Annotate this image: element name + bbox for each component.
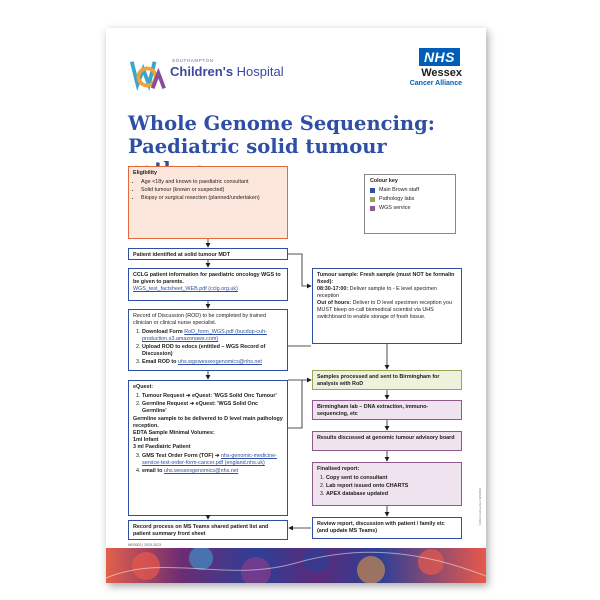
equest-email-link[interactable]: uhs.wessexgenomics@nhs.net [163,468,239,474]
equest-step-text: Germline Request ➔ eQuest: 'WGS Solid On… [142,401,259,414]
germline-note: Germline sample to be delivered to D lev… [133,416,283,429]
edta-infant: 1ml Infant [133,437,159,443]
birmingham-text: Birmingham lab – DNA extraction, immuno-… [317,404,429,417]
teams-text: Record process on MS Teams shared patien… [133,524,269,537]
key-row: Pathology labs [370,196,450,202]
finalised-item: Lab report issued onto CHARTS [326,483,457,490]
rod-form-link[interactable]: RoD_form_WGS.pdf (bucdup-cuh-production.… [142,329,267,342]
finalised-box: Finalised report: Copy sent to consultan… [312,462,462,506]
colour-key-heading: Colour key [370,178,398,184]
cclg-text: CCLG patient information for paediatric … [133,272,281,285]
childrens-text: Children's [170,64,234,79]
fresh-ooh-text: Deliver to D level specimen reception yo… [317,300,452,320]
rod-step: Download Form RoD_form_WGS.pdf (bucdup-c… [142,329,283,343]
key-label: WGS service [379,205,411,211]
birmingham-box: Birmingham lab – DNA extraction, immuno-… [312,400,462,420]
results-text: Results discussed at genomic tumour advi… [317,435,455,441]
mdt-text: Patient identified at solid tumour MDT [133,252,231,258]
key-swatch [370,205,375,211]
eligibility-item: Age <18y and known to paediatric consult… [141,179,283,186]
fresh-hours-text: Deliver sample to - E level specimen rec… [317,286,437,299]
hospital-text: Hospital [236,64,284,79]
fresh-hours-label: 08:30-17:00: [317,286,349,292]
key-label: Pathology labs [379,196,415,202]
processed-box: Samples processed and sent to Birmingham… [312,370,462,390]
rod-email-link[interactable]: uhs.wgswessexgenomics@nhs.net [177,359,262,365]
nhs-logo: NHS [418,48,460,66]
review-text: Review report, discussion with patient /… [317,521,445,534]
equest-step: Tumour Request ➔ eQuest: 'WGS Solid Onc … [142,393,283,400]
nhs-org-name: Wessex [421,67,462,79]
equest-heading: eQuest: [133,384,154,390]
key-label: Main Brown staff [379,187,420,193]
rod-box: Record of Discussion (ROD) to be complet… [128,309,288,371]
finalised-item-text: Lab report issued onto CHARTS [326,483,409,489]
southampton-text: SOUTHAMPTON [172,58,214,63]
key-row: WGS service [370,205,450,211]
equest-step-label: email to [142,468,163,474]
arrow [288,253,312,289]
fresh-sample-box: Tumour sample: Fresh sample (must NOT be… [312,268,462,344]
teams-box: Record process on MS Teams shared patien… [128,520,288,540]
rod-step-text: Upload ROD to edocs (entitled – WGS Reco… [142,344,266,357]
colour-key: Colour key Main Brown staff Pathology la… [364,174,456,234]
cclg-link[interactable]: WGS_test_factsheet_WEB.pdf (cclg.org.uk) [133,286,238,292]
side-code: ©2023 Hull Lemon WS0002 [478,488,482,526]
fresh-heading: Tumour sample: Fresh sample (must NOT be… [317,272,455,285]
rod-step: Email ROD to uhs.wgswessexgenomics@nhs.n… [142,359,283,366]
wca-logo-icon [129,61,166,91]
poster-sheet: SOUTHAMPTON Children's Hospital NHS Wess… [106,28,486,583]
fresh-ooh-label: Out of hours: [317,300,352,306]
rod-intro: Record of Discussion (ROD) to be complet… [133,313,267,326]
results-box: Results discussed at genomic tumour advi… [312,431,462,451]
tof-link[interactable]: nhs-genomic-medicine-service-test-order-… [142,453,277,466]
edta-heading: EDTA Sample Minimal Volumes: [133,430,215,436]
key-swatch [370,187,375,193]
eligibility-box: Eligibility Age <18y and known to paedia… [128,166,288,239]
key-swatch [370,196,375,202]
eligibility-item: Biopsy or surgical resection (planned/un… [141,195,283,202]
processed-text: Samples processed and sent to Birmingham… [317,374,440,387]
equest-step: GMS Test Order Form (TOF) ➔ nhs-genomic-… [142,453,283,467]
finalised-item: APEX database updated [326,491,457,498]
childrens-hospital-logo: Children's Hospital [170,64,284,79]
rod-step: Upload ROD to edocs (entitled – WGS Reco… [142,344,283,358]
footer-code: WS0002 | 2020-2023 [128,543,162,547]
nhs-org-sub: Cancer Alliance [409,80,462,87]
finalised-item-text: Copy sent to consultant [326,475,388,481]
rod-step-label: Email ROD to [142,359,177,365]
finalised-item-text: APEX database updated [326,491,389,497]
rod-step-label: Download Form [142,329,183,335]
equest-step: Germline Request ➔ eQuest: 'WGS Solid On… [142,401,283,415]
equest-box: eQuest: Tumour Request ➔ eQuest: 'WGS So… [128,380,288,516]
cclg-box: CCLG patient information for paediatric … [128,268,288,301]
title-line-1: Whole Genome Sequencing: [128,112,435,135]
key-row: Main Brown staff [370,187,450,193]
equest-step-label: GMS Test Order Form (TOF) ➔ [142,453,220,459]
review-box: Review report, discussion with patient /… [312,517,462,539]
band-pattern [106,548,486,583]
mdt-box: Patient identified at solid tumour MDT [128,248,288,260]
eligibility-item: Solid tumour (known or suspected) [141,187,283,194]
page-title: Whole Genome Sequencing: Paediatric soli… [128,112,468,181]
decorative-band [106,548,486,583]
finalised-heading: Finalised report: [317,466,360,472]
arrow [288,380,303,429]
edta-paed: 3 ml Paediatric Patient [133,444,191,450]
flow-arrows [205,239,390,531]
eligibility-heading: Eligibility [133,170,157,176]
finalised-item: Copy sent to consultant [326,475,457,482]
equest-step-text: Tumour Request ➔ eQuest: 'WGS Solid Onc … [142,393,277,399]
equest-step: email to uhs.wessexgenomics@nhs.net [142,468,283,475]
